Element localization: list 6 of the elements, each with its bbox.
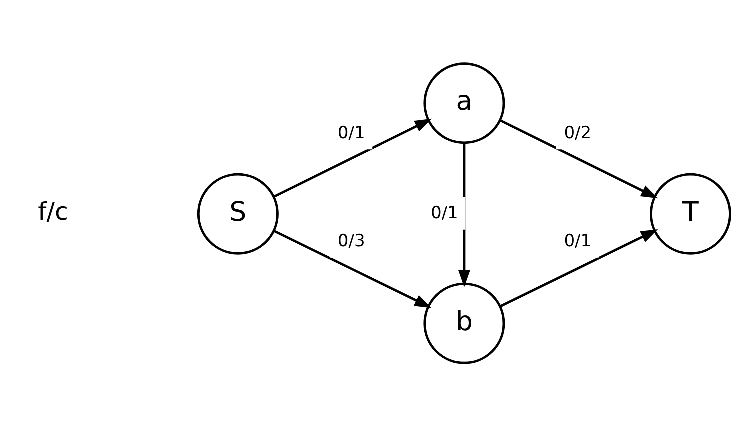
edge-label: 0/2 xyxy=(564,122,592,143)
edge-label: 0/3 xyxy=(338,231,366,252)
edge-label: 0/1 xyxy=(431,203,458,224)
edge-label: 0/1 xyxy=(338,122,366,143)
label: f/c xyxy=(38,196,68,226)
edge-label: 0/1 xyxy=(564,231,592,252)
